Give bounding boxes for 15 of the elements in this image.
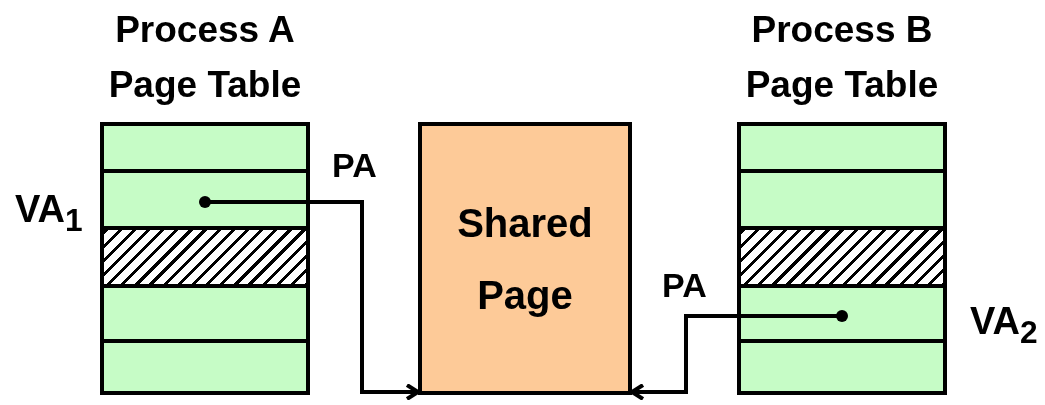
table-entry bbox=[104, 343, 306, 391]
table-entry bbox=[741, 288, 943, 343]
table-entry bbox=[741, 343, 943, 391]
table-heading: Process B Page Table bbox=[744, 8, 940, 107]
table-entry bbox=[104, 288, 306, 343]
address-label: VA$_{2}$ bbox=[970, 300, 1038, 351]
table-entry bbox=[104, 126, 306, 173]
table-entry bbox=[741, 126, 943, 173]
table-entry bbox=[741, 173, 943, 230]
shared-page-box: Shared Page bbox=[418, 122, 632, 395]
address-label: VA$_{1}$ bbox=[15, 188, 83, 239]
hatched-table-entry bbox=[104, 230, 306, 288]
table-heading: Process A Page Table bbox=[107, 8, 303, 107]
table-entry bbox=[104, 173, 306, 230]
hatched-table-entry bbox=[741, 230, 943, 288]
